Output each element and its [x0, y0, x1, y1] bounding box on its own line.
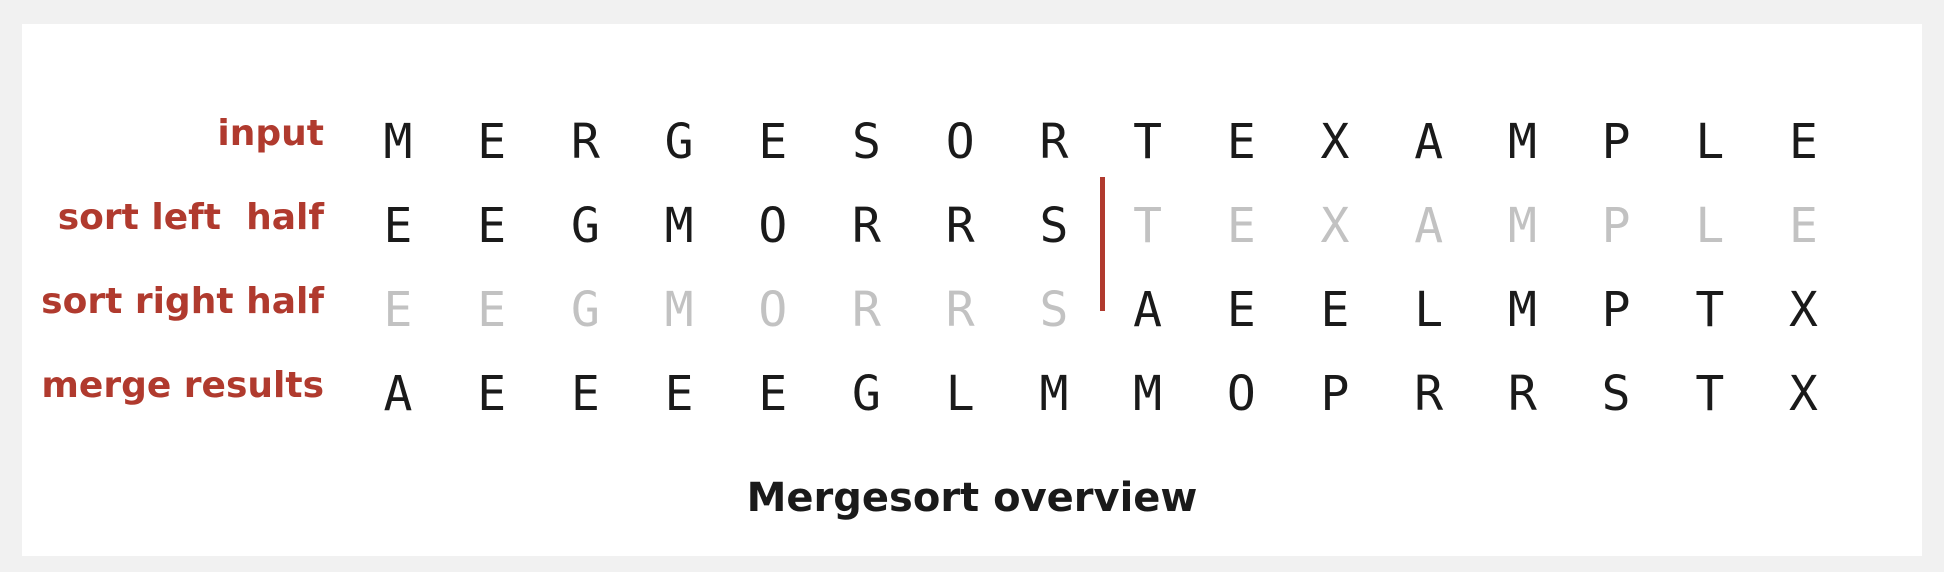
array-letter: T: [1133, 198, 1163, 254]
array-letter: R: [570, 114, 600, 170]
array-letter: X: [1789, 366, 1818, 422]
array-letter: M: [1507, 114, 1537, 170]
array-letter: E: [1789, 198, 1818, 254]
array-letter: X: [1789, 282, 1818, 338]
array-letter: E: [477, 282, 507, 338]
array-letter: L: [1414, 282, 1444, 338]
array-letter: T: [1695, 282, 1725, 338]
array-letter: E: [758, 366, 788, 422]
array-letter: M: [1507, 198, 1537, 254]
array-letter: R: [945, 282, 975, 338]
array-letter: L: [945, 366, 975, 422]
array-letter: S: [1601, 366, 1631, 422]
array-letter: E: [477, 114, 507, 170]
array-letter: X: [1320, 198, 1350, 254]
array-letter: L: [1695, 114, 1725, 170]
array-letter: E: [383, 198, 413, 254]
array-letter: E: [477, 366, 507, 422]
array-letter: E: [1789, 114, 1818, 170]
array-letter: O: [945, 114, 975, 170]
row-label-wrap: sort right half: [22, 282, 324, 322]
half-divider: [1100, 177, 1105, 311]
array-letter: L: [1695, 198, 1725, 254]
array-letter: G: [664, 114, 694, 170]
array-letter: O: [758, 282, 788, 338]
array-letter: A: [1414, 198, 1444, 254]
array-letter: R: [1039, 114, 1069, 170]
array-letter: P: [1601, 114, 1631, 170]
array-letter: O: [758, 198, 788, 254]
array-letter: M: [383, 114, 413, 170]
array-letter: E: [664, 366, 694, 422]
row-label-wrap: input: [22, 114, 324, 154]
array-letter: R: [1507, 366, 1537, 422]
array-letter: O: [1226, 366, 1256, 422]
array-letter: E: [758, 114, 788, 170]
array-letter: P: [1320, 366, 1350, 422]
row-label: merge results: [41, 365, 324, 406]
row-label: input: [217, 113, 324, 154]
array-letter: G: [570, 282, 600, 338]
array-letter: A: [383, 366, 413, 422]
array-letter: E: [1226, 114, 1256, 170]
array-letter: S: [1039, 282, 1069, 338]
array-letter: E: [1226, 282, 1256, 338]
diagram-caption: Mergesort overview: [746, 475, 1198, 521]
array-letter: P: [1601, 282, 1631, 338]
array-letter: M: [664, 198, 694, 254]
array-letter: E: [1320, 282, 1350, 338]
array-letter: P: [1601, 198, 1631, 254]
array-letter: M: [1133, 366, 1163, 422]
array-letter: G: [570, 198, 600, 254]
array-letter: R: [852, 198, 881, 254]
array-letter: R: [945, 198, 975, 254]
array-letter: E: [570, 366, 600, 422]
array-letter: A: [1133, 282, 1163, 338]
array-letter: T: [1695, 366, 1725, 422]
row-label-wrap: merge results: [22, 366, 324, 406]
array-letter: G: [852, 366, 881, 422]
array-letter: M: [1039, 366, 1069, 422]
array-letter: M: [664, 282, 694, 338]
array-letter: A: [1414, 114, 1444, 170]
array-letter: E: [383, 282, 413, 338]
array-letter: R: [852, 282, 881, 338]
array-letter: X: [1320, 114, 1350, 170]
row-label-wrap: sort left half: [22, 198, 324, 238]
array-letter: S: [1039, 198, 1069, 254]
array-letter: E: [477, 198, 507, 254]
array-letter: R: [1414, 366, 1444, 422]
array-letter: E: [1226, 198, 1256, 254]
array-letter: S: [852, 114, 881, 170]
array-letter: M: [1507, 282, 1537, 338]
row-label: sort left half: [57, 197, 324, 238]
array-letter: T: [1133, 114, 1163, 170]
row-label: sort right half: [41, 281, 324, 322]
